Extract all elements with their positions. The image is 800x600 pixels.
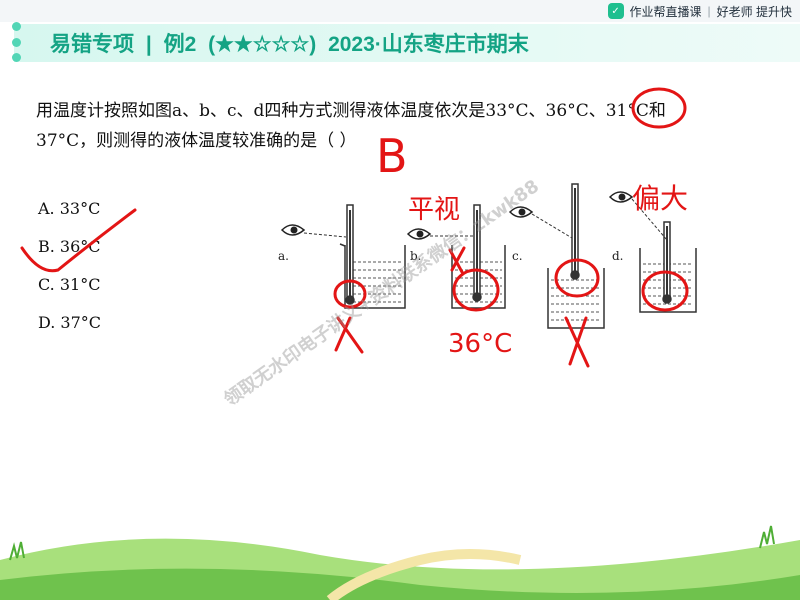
grass-hill-back [0, 538, 800, 600]
diagram-label-c: c. [512, 249, 523, 263]
answer-options: A. 33°C B. 36°C C. 31°C D. 37°C [38, 190, 101, 342]
question-line-1: 用温度计按照如图a、b、c、d四种方式测得液体温度依次是33°C、36°C、31… [36, 101, 666, 121]
brand-slogan: 好老师 提升快 [716, 4, 792, 19]
top-bar: ✓ 作业帮直播课 | 好老师 提升快 [0, 0, 800, 22]
brand: ✓ 作业帮直播课 | 好老师 提升快 [607, 2, 792, 20]
option-d[interactable]: D. 37°C [38, 313, 102, 332]
cross-c [564, 316, 590, 368]
section-name: 易错专项 [50, 33, 134, 56]
question-source: 2023·山东枣庄市期末 [328, 33, 529, 56]
handwritten-value-b: 36°C [448, 329, 512, 359]
binder-dots [12, 22, 24, 62]
title-divider: | [145, 33, 152, 56]
brand-name: 作业帮直播课 [629, 4, 702, 19]
watermark: 领取无水印电子讲义+资料联系微信：zkwk88 [220, 175, 543, 411]
handwritten-note-b: 平视 [408, 195, 460, 225]
eye-c-icon [508, 206, 573, 239]
handwritten-note-d: 偏大 [632, 182, 688, 215]
beaker-c [547, 183, 605, 329]
eye-d-icon [608, 191, 668, 241]
option-a[interactable]: A. 33°C [38, 199, 101, 218]
path-on-hill [326, 549, 522, 600]
grass-tufts [9, 525, 775, 561]
option-c[interactable]: C. 31°C [38, 275, 101, 294]
binder-dot [12, 53, 21, 62]
brand-separator: | [707, 4, 711, 18]
diagram-label-d: d. [612, 249, 624, 263]
eye-a-icon [280, 224, 347, 238]
question-line-2: 37°C，则测得的液体温度较准确的是（ ） [36, 131, 357, 151]
header-strip [14, 24, 800, 62]
question-text: 用温度计按照如图a、b、c、d四种方式测得液体温度依次是33°C、36°C、31… [36, 96, 796, 156]
circle-bulb-c [554, 258, 600, 298]
binder-dot [12, 22, 21, 31]
brand-logo-icon: ✓ [607, 3, 624, 19]
page-title: 易错专项 | 例2 (★★☆☆☆) 2023·山东枣庄市期末 [50, 28, 529, 58]
beaker-d [639, 221, 697, 313]
grass-hill-front [0, 568, 800, 600]
diagram-label-a: a. [278, 249, 289, 263]
binder-dot [12, 37, 21, 47]
circle-bulb-b [452, 268, 500, 312]
option-b[interactable]: B. 36°C [38, 237, 101, 256]
example-number: 例2 [163, 33, 197, 56]
difficulty-stars: (★★☆☆☆) [208, 33, 317, 56]
circle-bulb-d [641, 270, 689, 312]
